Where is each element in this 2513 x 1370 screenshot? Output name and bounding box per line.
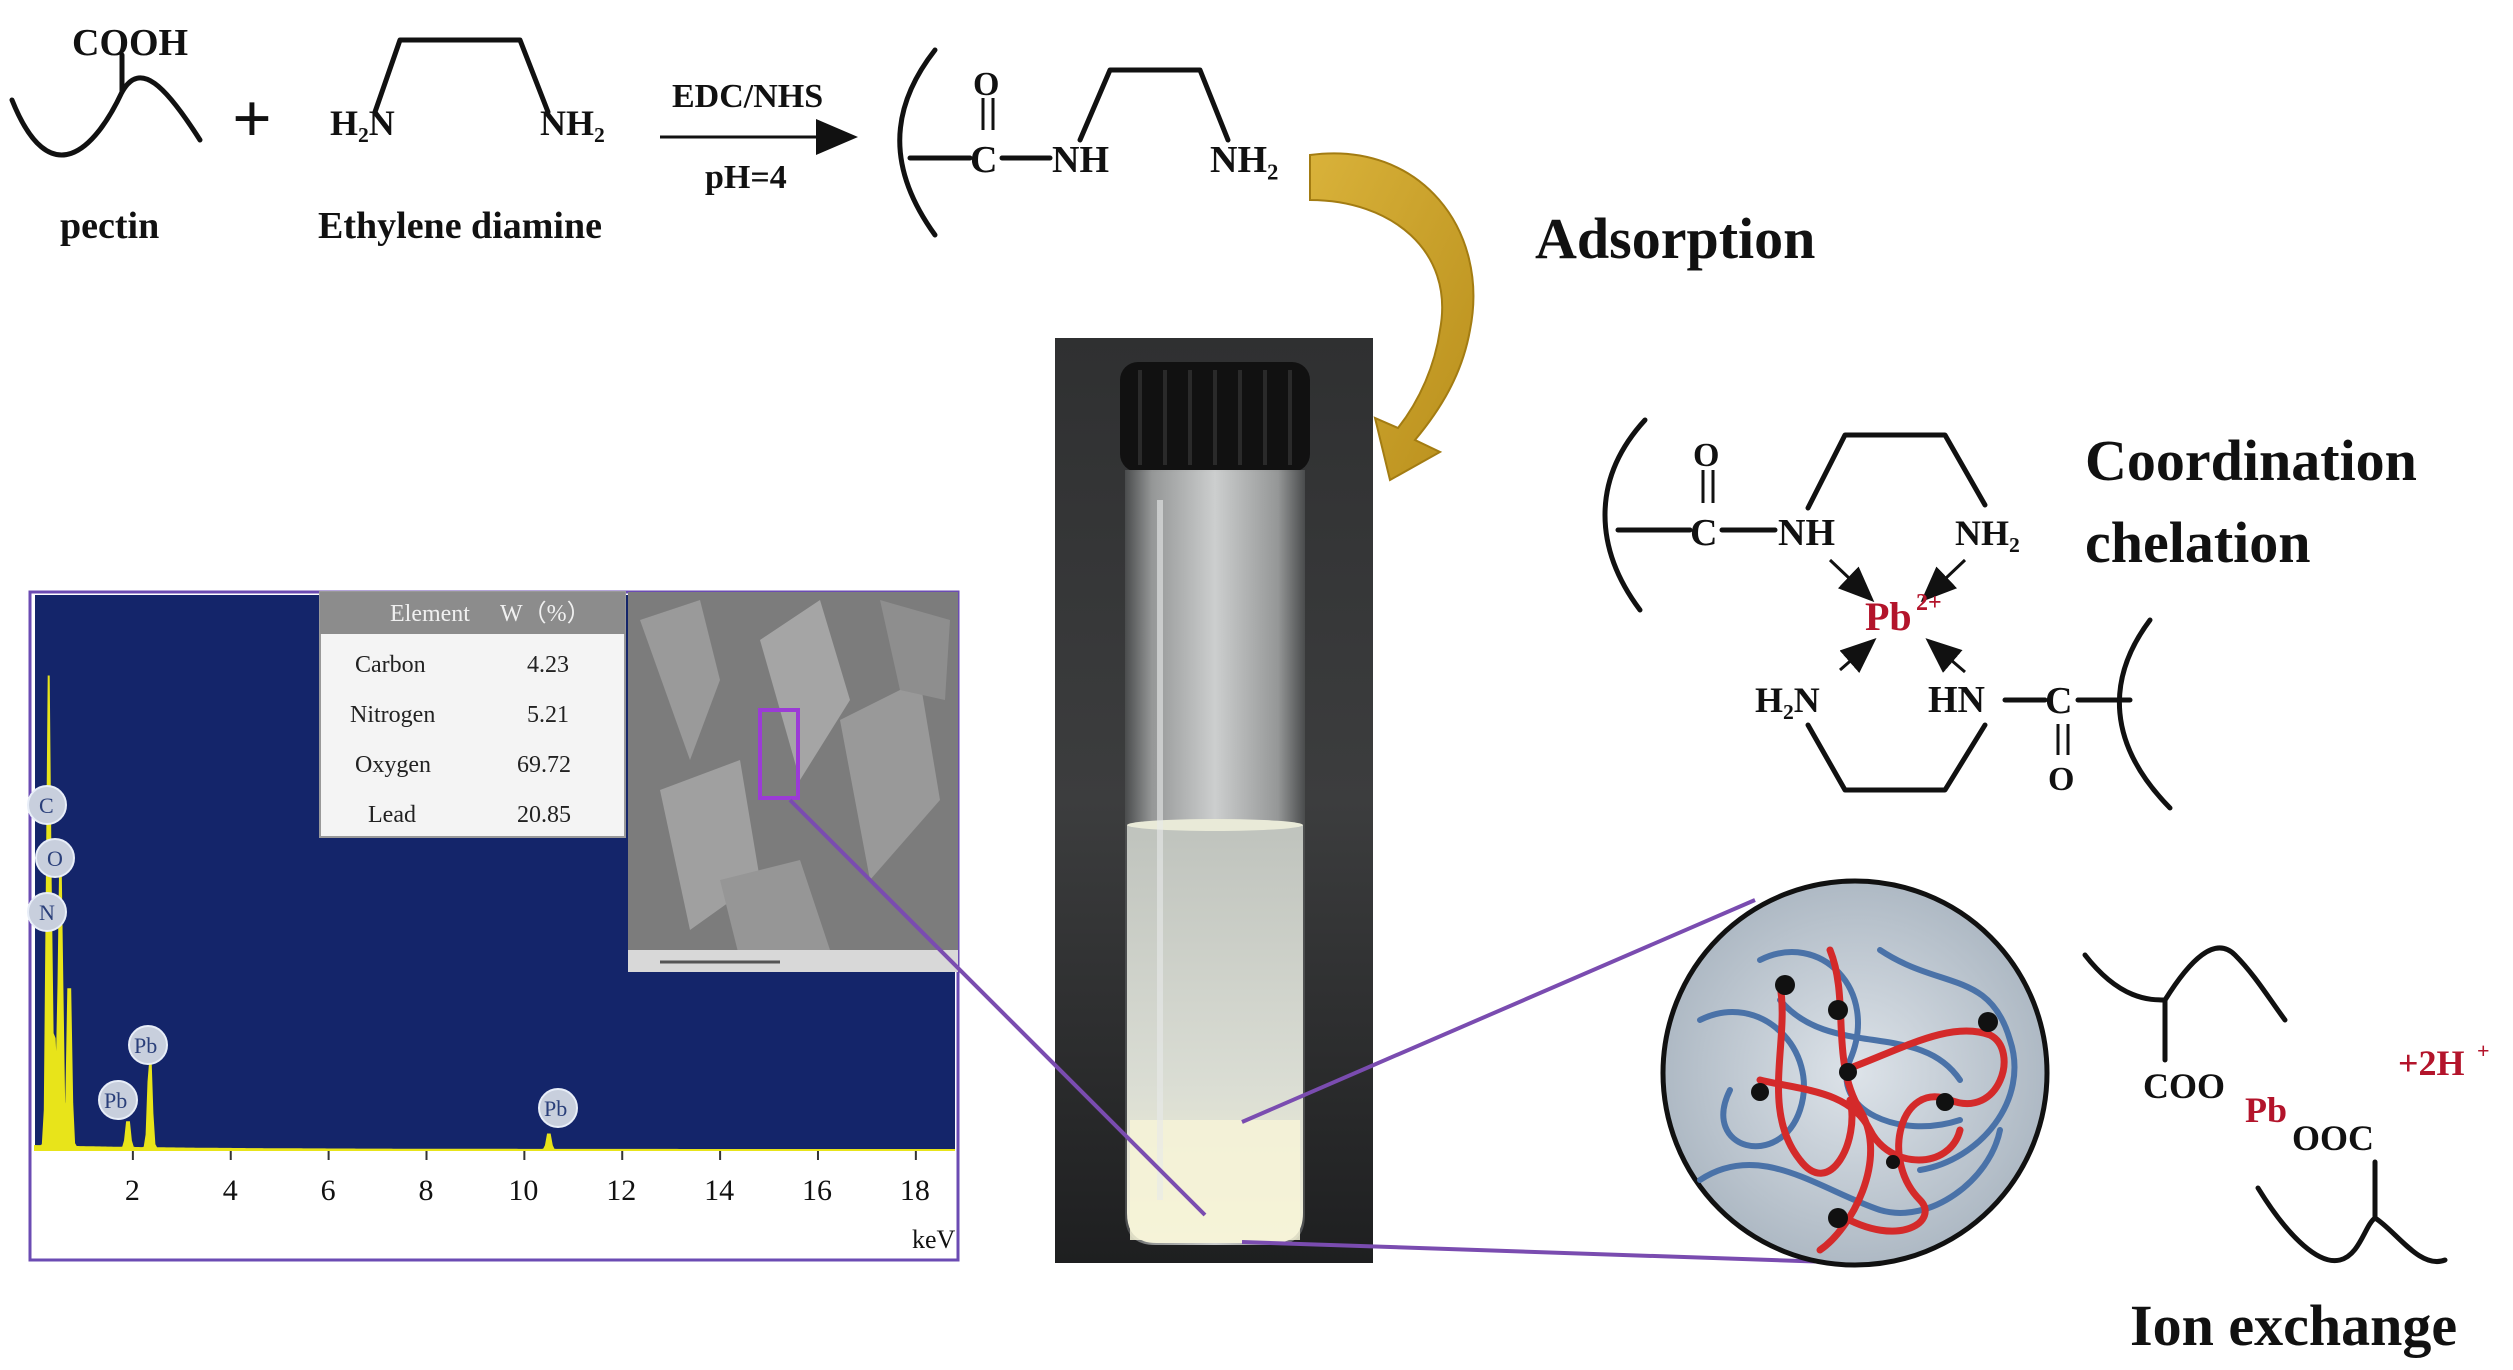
ion-exchange-ooc: OOC [2292,1118,2374,1158]
table-row: Lead 20.85 [368,802,571,828]
pectin-cooh-label: COOH [72,22,188,64]
sem-selection-box [758,708,800,800]
eds-peak-bubble [538,1088,578,1128]
ion-exchange-label: Ion exchange [2130,1293,2457,1358]
table-row: Carbon 4.23 [355,652,569,678]
polymer-network-zoom [1241,878,2050,1268]
crosslink-nodes [1751,975,1998,1228]
svg-text:Carbon: Carbon [355,652,426,678]
eds-peak-label: Pb [544,1096,567,1121]
eds-tick-label: 6 [321,1174,336,1207]
coordination-label-line1: Coordination [2085,428,2417,493]
sem-to-vial-line [788,798,1207,1217]
eds-tick-label: 2 [125,1174,140,1207]
eds-x-axis: 2 4 6 8 10 12 14 16 18 [125,1150,930,1207]
eds-tick-label: 8 [418,1174,433,1207]
eds-peak-label: Pb [134,1033,157,1058]
eds-spectrum-trace [34,675,955,1151]
coordination-label-line2: chelation [2085,510,2311,575]
ion-exchange-structure: COO Pb OOC +2H + [2082,945,2490,1265]
ion-exchange-released-charge: + [2477,1038,2490,1063]
reaction-conditions-top: EDC/NHS [672,78,823,115]
product-o-label: O [973,66,999,103]
eds-peak-bubble [27,785,67,825]
product-ethylene [1077,67,1231,143]
reaction-scheme: COOH pectin + H₂N NH₂ Ethylene diamine E… [9,22,1278,247]
svg-text:5.21: 5.21 [527,702,569,728]
table-header-weight: W（%） [500,601,591,627]
chelate-c-top: C [1690,512,1717,554]
chelate-nh-top: NH [1778,512,1835,554]
eds-peak-bubble [35,838,75,878]
chelate-o-bottom: O [2048,761,2074,798]
chelate-metal: Pb [1865,594,1912,639]
ion-exchange-released: +2H [2398,1043,2465,1083]
ethylenediamine-label: Ethylene diamine [318,205,602,247]
svg-text:Oxygen: Oxygen [355,752,431,778]
chelate-metal-charge: 2+ [1916,590,1942,616]
eds-x-unit: keV [912,1225,956,1254]
eds-peak-label: N [39,900,55,925]
svg-text:69.72: 69.72 [517,752,571,778]
chelate-h2n-bottom: H₂N [1755,680,1820,720]
chelate-backbone-bottom [2116,617,2173,811]
chelate-backbone-top [1602,417,1648,613]
eds-peak-label: Pb [104,1088,127,1113]
plus-sign: + [232,81,272,158]
eds-tick-label: 16 [802,1174,832,1207]
product-nh-label: NH [1052,139,1109,181]
zoom-line-bottom [1241,1240,1831,1264]
eds-tick-label: 18 [900,1174,930,1207]
svg-text:20.85: 20.85 [517,802,571,828]
eds-tick-label: 12 [606,1174,636,1207]
svg-text:Nitrogen: Nitrogen [350,702,435,728]
chelate-hn-bottom: HN [1928,679,1985,721]
sem-image [628,592,1207,1217]
eds-peak-bubble [128,1025,168,1065]
svg-text:Lead: Lead [368,802,416,828]
ethylenediamine-nh2: NH₂ [540,103,605,143]
table-row: Oxygen 69.72 [355,752,571,778]
eds-tick-label: 4 [223,1174,238,1207]
table-header-element: Element [390,601,470,627]
reaction-conditions-bottom: pH=4 [705,159,787,196]
eds-tick-label: 10 [508,1174,538,1207]
composition-table: Element W（%） Carbon 4.23 Nitrogen 5.21 O… [319,591,626,838]
chelate-o-top: O [1693,437,1719,474]
adsorption-label: Adsorption [1535,206,1815,271]
product-nh2-label: NH₂ [1210,139,1278,181]
zoom-line-top [1241,898,1756,1124]
ion-exchange-pb: Pb [2245,1090,2287,1130]
vial-photo [1055,338,1373,1263]
svg-text:4.23: 4.23 [527,652,569,678]
ethylenediamine-h2n: H₂N [330,103,395,143]
table-row: Nitrogen 5.21 [350,702,569,728]
product-c-label: C [970,139,997,181]
ion-exchange-coo: COO [2143,1066,2225,1106]
adsorption-arrow [1309,152,1475,482]
eds-peak-label: O [47,846,63,871]
product-backbone [897,47,938,238]
ethylenediamine-skeleton [372,37,551,115]
eds-spectrum [34,675,955,1151]
eds-peak-bubble [27,892,67,932]
ion-exchange-backbone-bottom [2255,1185,2448,1265]
chelate-c-bottom: C [2045,680,2072,722]
pectin-label: pectin [60,205,159,247]
chelate-structure: C O NH NH₂ Pb 2+ H₂N HN C O [1602,417,2173,811]
eds-peak-label: C [39,793,54,818]
eds-peak-bubble [98,1080,138,1120]
chelate-nh2-top: NH₂ [1955,513,2020,553]
pectin-backbone [9,75,203,158]
eds-tick-label: 14 [704,1174,734,1207]
ion-exchange-backbone-top [2082,945,2288,1023]
